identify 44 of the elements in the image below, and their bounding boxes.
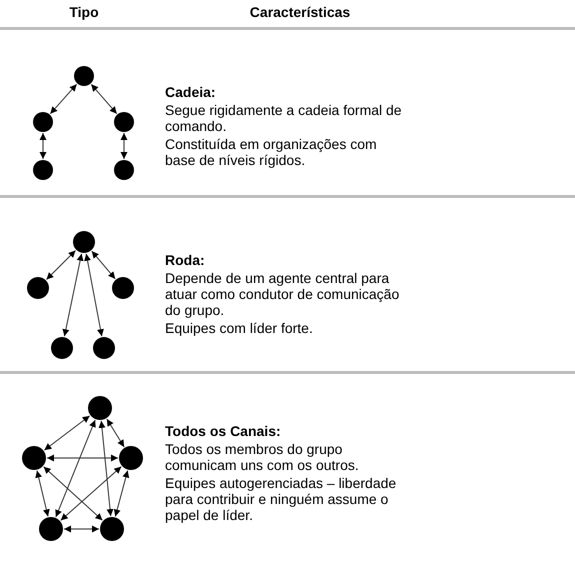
arrow (50, 84, 78, 114)
type-heading: Cadeia: (165, 84, 217, 100)
node-circle (73, 231, 95, 253)
node-circle (27, 277, 49, 299)
column-header: Características (248, 4, 352, 20)
node-circle (74, 66, 94, 86)
arrow (44, 415, 90, 451)
node-circle (51, 337, 73, 359)
node-circle (88, 396, 112, 420)
type-heading: Roda: (165, 252, 206, 268)
arrow (114, 470, 130, 517)
node-circle (39, 517, 63, 541)
arrow (62, 253, 84, 337)
type-heading: Todos os Canais: (165, 423, 282, 439)
column-header: Tipo (68, 4, 100, 20)
arrow (90, 84, 118, 114)
arrow (60, 466, 122, 521)
arrow (91, 250, 116, 280)
description-text: Todos os membros do grupo comunicam uns com os outros. (165, 441, 360, 473)
description-text: Constituída em organizações com base de níveis rígidos. (165, 136, 378, 168)
node-circle (119, 446, 143, 470)
description-text: Depende de um agente central para atuar como condutor de comunicação do grupo. (165, 270, 400, 318)
node-circle (114, 112, 134, 132)
arrow (120, 132, 128, 160)
node-circle (100, 517, 124, 541)
arrow (46, 454, 118, 462)
node-circle (22, 446, 46, 470)
node-circle (93, 337, 115, 359)
description-text: Equipes com líder forte. (165, 320, 314, 336)
arrow (98, 420, 114, 517)
arrow (46, 250, 76, 280)
node-circle (112, 277, 134, 299)
node-circle (33, 160, 53, 180)
arrow (40, 132, 46, 160)
arrow (84, 253, 104, 337)
arrow (43, 466, 103, 521)
node-circle (114, 160, 134, 180)
arrow (35, 470, 50, 517)
arrow (106, 418, 125, 448)
description-text: Segue rigidamente a cadeia formal de comando. (165, 102, 403, 134)
description-text: Equipes autogerenciadas – liberdade para contribuir e ninguém assume o papel de líder. (165, 475, 398, 523)
arrow (64, 526, 100, 532)
arrow (55, 420, 96, 518)
node-circle (33, 112, 53, 132)
